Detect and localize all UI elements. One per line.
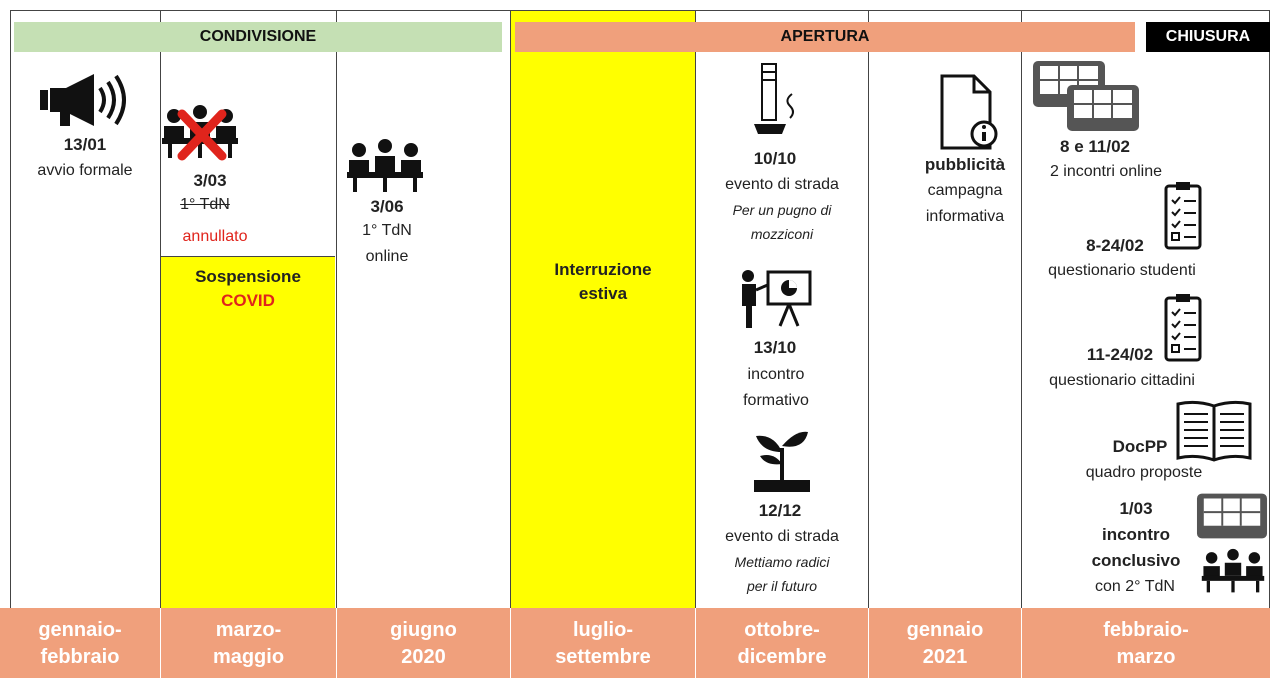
event-subtitle: Mettiamo radici [734,554,830,570]
event-date: 10/10 [753,149,797,168]
event-desc: online [365,248,409,265]
grid-top [10,10,1270,11]
event-desc: incontro [1102,525,1170,544]
summer-label: Interruzione [554,260,652,279]
cigarette-icon [750,62,810,142]
event-date: 3/03 [193,171,227,190]
covid-label: COVID [221,291,275,310]
grid-line [510,10,511,608]
month-cell: febbraio-marzo [1022,608,1270,678]
event-date: 8-24/02 [1086,236,1144,255]
video-call-icon [1196,492,1268,540]
event-desc: incontro [747,366,805,383]
grid-line [10,10,11,608]
event-date: 3/06 [370,197,404,216]
event-desc: questionario studenti [1048,262,1196,279]
phase-condivisione: CONDIVISIONE [14,22,502,52]
grid-line [695,10,696,608]
event-desc: campagna [927,182,1003,199]
month-cell: marzo-maggio [161,608,336,678]
covid-label: Sospensione [195,267,301,286]
event-desc: avvio formale [37,162,133,179]
meeting-icon [345,138,425,194]
event-subtitle: mozziconi [750,226,814,242]
covid-block [161,256,335,609]
document-info-icon [938,72,998,152]
month-cell: ottobre-dicembre [696,608,868,678]
event-subtitle: Per un pugno di [732,202,832,218]
event-date: 11-24/02 [1086,345,1154,364]
event-desc: formativo [743,392,809,409]
grid-line [160,10,161,608]
event-date: 1/03 [1119,499,1153,518]
event-date: 13/01 [63,135,107,154]
summer-block [511,10,695,608]
grid-line [1021,10,1022,608]
event-desc: quadro proposte [1085,464,1203,481]
phase-apertura: APERTURA [515,22,1135,52]
event-title: pubblicità [924,155,1006,174]
sprout-icon [752,428,812,494]
event-desc: questionario cittadini [1049,372,1195,389]
checklist-icon [1164,182,1202,252]
event-status: annullato [182,228,248,245]
month-cell: gennaio-febbraio [0,608,160,678]
event-desc: evento di strada [725,528,839,545]
event-date: 12/12 [758,501,802,520]
event-desc: con 2° TdN [1095,578,1175,595]
grid-line [336,10,337,608]
event-desc: 2 incontri online [1049,163,1163,180]
video-call-icon [1066,84,1140,132]
cancel-cross-icon [176,108,228,162]
event-desc: evento di strada [725,176,839,193]
event-title: DocPP [1112,437,1168,456]
event-desc: 1° TdN [362,222,412,239]
presentation-icon [738,268,812,330]
open-book-icon [1176,398,1252,464]
event-desc: conclusivo [1091,551,1181,570]
megaphone-icon [38,70,128,130]
event-date: 8 e 11/02 [1060,137,1130,156]
event-desc: informativa [925,208,1005,225]
month-cell: luglio-settembre [511,608,695,678]
phase-chiusura: CHIUSURA [1146,22,1270,52]
checklist-icon [1164,294,1202,364]
event-subtitle: per il futuro [746,578,818,594]
event-date: 13/10 [753,338,797,357]
grid-line [868,10,869,608]
event-desc: 1° TdN [180,196,230,213]
meeting-icon [1200,548,1266,594]
summer-label: estiva [578,284,628,303]
